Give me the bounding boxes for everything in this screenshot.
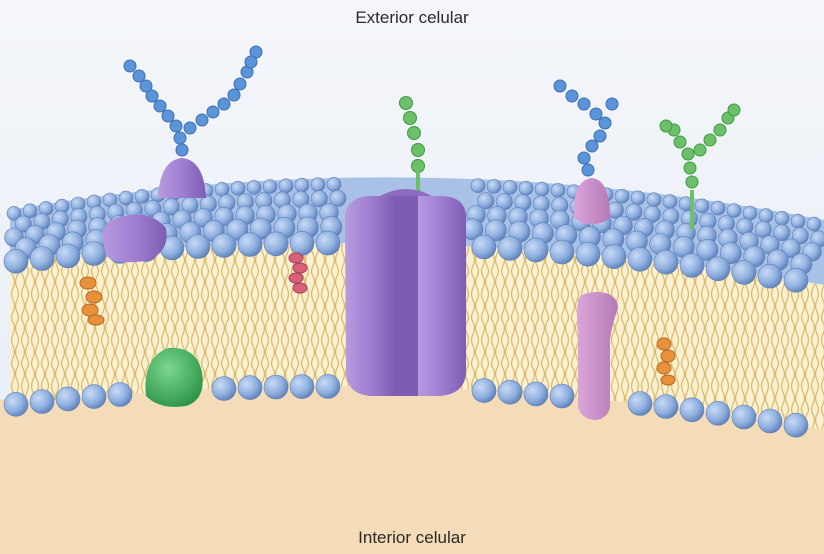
inner-leaflet-head [4, 392, 28, 416]
outer-leaflet-head [743, 206, 757, 220]
outer-leaflet-head [279, 179, 293, 193]
outer-leaflet-edge-head [680, 253, 704, 277]
inner-leaflet-head [550, 384, 574, 408]
outer-leaflet-head [263, 180, 277, 194]
outer-leaflet-edge-head [4, 249, 28, 273]
inner-leaflet-head [628, 392, 652, 416]
outer-leaflet-head [791, 214, 805, 228]
outer-leaflet-edge-head [628, 247, 652, 271]
outer-leaflet-head [487, 179, 501, 193]
inner-leaflet-head [212, 377, 236, 401]
outer-leaflet-head [807, 217, 821, 231]
inner-leaflet-head [732, 405, 756, 429]
outer-leaflet-edge-head [550, 240, 574, 264]
outer-leaflet-edge-head [316, 231, 340, 255]
outer-leaflet-edge-head [290, 231, 314, 255]
inner-leaflet-head [316, 374, 340, 398]
label-exterior-celular: Exterior celular [0, 8, 824, 28]
outer-leaflet-head [631, 191, 645, 205]
outer-leaflet-edge-head [498, 236, 522, 260]
inner-leaflet-head [706, 401, 730, 425]
inner-leaflet-head [56, 387, 80, 411]
outer-leaflet-edge-head [30, 247, 54, 271]
outer-leaflet-head [755, 221, 771, 237]
outer-leaflet-head [519, 181, 533, 195]
outer-leaflet-edge-head [758, 264, 782, 288]
outer-leaflet-edge-head [602, 245, 626, 269]
outer-leaflet-head [775, 211, 789, 225]
inner-leaflet-head [264, 375, 288, 399]
outer-leaflet-edge-head [186, 235, 210, 259]
inner-leaflet-head [784, 413, 808, 437]
outer-leaflet-edge-head [784, 268, 808, 292]
outer-leaflet-head [327, 177, 341, 191]
outer-leaflet-edge-head [56, 244, 80, 268]
outer-leaflet-edge-head [706, 257, 730, 281]
outer-leaflet-head [247, 180, 261, 194]
outer-leaflet-edge-head [238, 233, 262, 257]
outer-leaflet-head [695, 199, 709, 213]
outer-leaflet-head [551, 183, 565, 197]
inner-leaflet-head [290, 375, 314, 399]
peripheral-protein-left [102, 215, 167, 263]
outer-leaflet-head [135, 189, 149, 203]
label-interior-celular: Interior celular [0, 528, 824, 548]
outer-leaflet-head [215, 182, 229, 196]
outer-leaflet-head [647, 193, 661, 207]
outer-leaflet-edge-head [524, 238, 548, 262]
outer-leaflet-head [535, 182, 549, 196]
inner-leaflet-head [524, 382, 548, 406]
outer-leaflet-head [231, 181, 245, 195]
inner-leaflet-head [472, 379, 496, 403]
inner-leaflet-head [680, 398, 704, 422]
outer-leaflet-head [615, 189, 629, 203]
inner-leaflet-head [238, 376, 262, 400]
inner-leaflet-head [82, 385, 106, 409]
inner-leaflet-head [654, 395, 678, 419]
outer-leaflet-edge-head [576, 242, 600, 266]
outer-leaflet-head [503, 180, 517, 194]
outer-leaflet-edge-head [212, 233, 236, 257]
inner-leaflet-head [498, 380, 522, 404]
outer-leaflet-head [663, 195, 677, 209]
channel-protein [345, 189, 466, 396]
outer-leaflet-head [311, 178, 325, 192]
outer-leaflet-edge-head [732, 260, 756, 284]
outer-leaflet-head [295, 178, 309, 192]
inner-leaflet-head [758, 409, 782, 433]
inner-leaflet-head [30, 390, 54, 414]
outer-leaflet-head [471, 179, 485, 193]
outer-leaflet-edge-head [264, 232, 288, 256]
outer-leaflet-head [759, 209, 773, 223]
outer-leaflet-head [711, 201, 725, 215]
outer-leaflet-edge-head [654, 250, 678, 274]
outer-leaflet-edge-head [82, 242, 106, 266]
outer-leaflet-edge-head [472, 235, 496, 259]
inner-leaflet-head [108, 383, 132, 407]
outer-leaflet-head [727, 204, 741, 218]
